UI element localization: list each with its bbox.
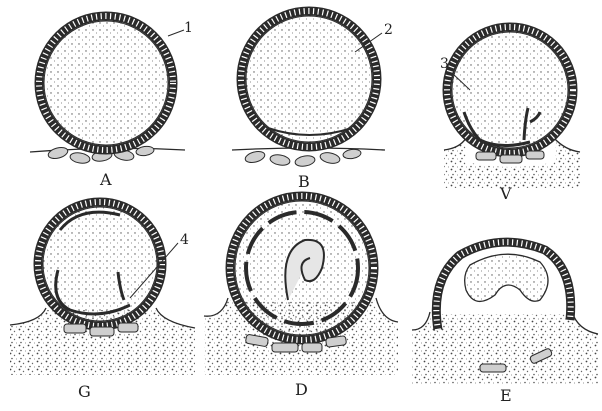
callout-2: 2: [384, 22, 393, 38]
panel-caption-b: B: [298, 172, 310, 191]
embryonic-mass: [465, 254, 548, 301]
panel-a: [30, 16, 185, 165]
panel-caption-e: E: [500, 386, 512, 405]
panel-d: [204, 196, 398, 375]
panel-b: [232, 11, 385, 168]
panel-caption-g: G: [78, 382, 91, 401]
callout-3: 3: [440, 56, 449, 72]
panel-caption-v: V: [500, 184, 512, 203]
blastocyst-trophoblast: [447, 27, 573, 153]
panel-e: [412, 242, 598, 384]
panel-caption-d: D: [295, 380, 308, 399]
panel-v: [444, 27, 580, 188]
callout-1: 1: [184, 20, 193, 36]
callout-1-line: [168, 30, 184, 36]
panel-g: [10, 202, 195, 375]
callout-4: 4: [180, 232, 189, 248]
panel-caption-a: A: [100, 170, 112, 189]
